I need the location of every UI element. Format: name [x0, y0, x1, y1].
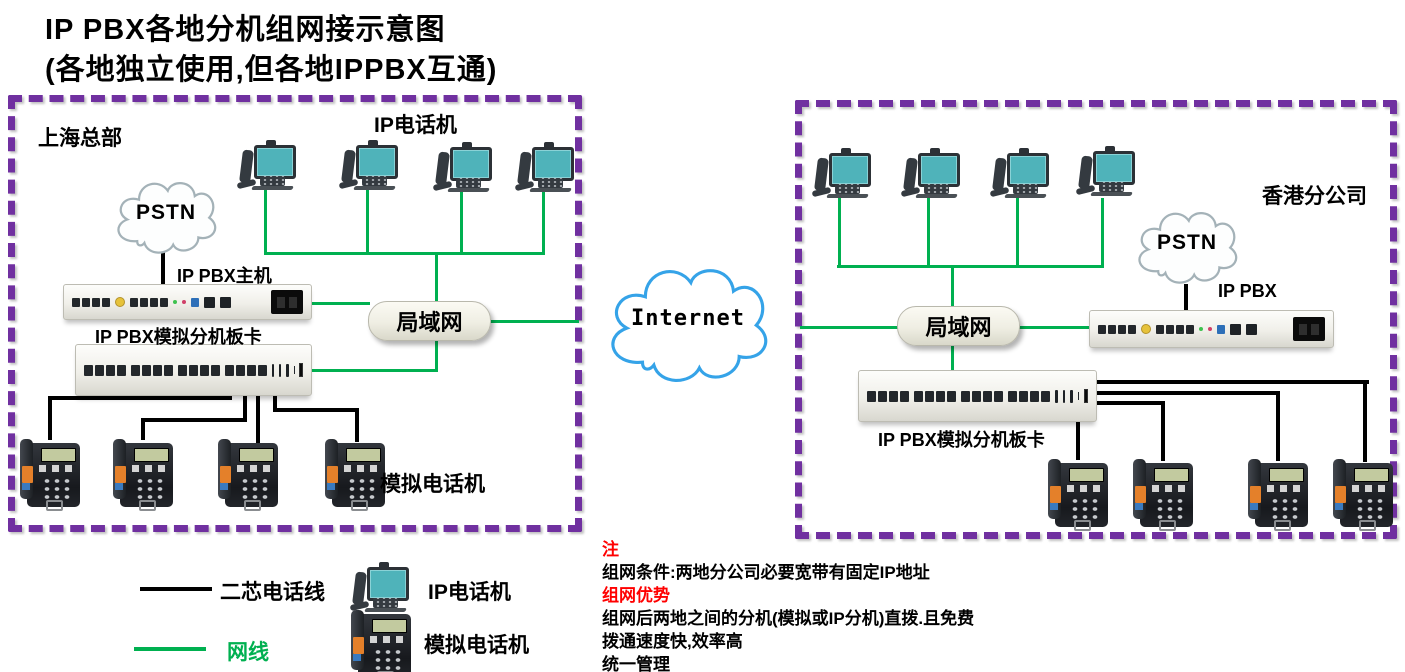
lan-label-right: 局域网 [925, 315, 992, 340]
site-name-hongkong: 香港分公司 [1262, 185, 1367, 208]
lan-node-right: 局域网 [897, 306, 1020, 346]
telephone-line [141, 420, 145, 440]
shanghai-zone-border [8, 95, 582, 532]
analog-extension-board-right [858, 370, 1097, 422]
telephone-line [1276, 393, 1280, 461]
network-line [542, 190, 545, 254]
note-advantage-1: 组网后两地之间的分机(模拟或IP分机)直拨.且免费 [602, 609, 975, 628]
note-advantage-3: 统一管理 [602, 655, 670, 672]
cloud-icon [611, 269, 768, 382]
phone-line-swatch [140, 587, 212, 591]
network-line [837, 265, 1104, 268]
ip-phone-icon [989, 148, 1049, 198]
legend-analog-phone-label: 模拟电话机 [424, 634, 529, 657]
ip-phone-icon [236, 140, 296, 190]
note-advantage-2: 拨通速度快,效率高 [602, 632, 743, 651]
network-line [1101, 198, 1104, 267]
telephone-line [48, 398, 52, 440]
analog-phones-label-left: 模拟电话机 [380, 473, 485, 496]
telephone-line [1184, 284, 1188, 312]
network-line [489, 320, 579, 323]
telephone-line [273, 392, 277, 410]
network-line [308, 302, 370, 305]
diagram-title-line1: IP PBX各地分机组网接示意图 [45, 14, 446, 46]
note-advantage-title: 组网优势 [602, 586, 670, 605]
ip-phone-icon [338, 140, 398, 190]
lan-label-left: 局域网 [396, 310, 463, 335]
telephone-line [256, 392, 260, 444]
pstn-label-right: PSTN [1156, 230, 1217, 254]
pstn-cloud-right: PSTN [1133, 200, 1241, 290]
pstn-label-left: PSTN [135, 200, 196, 224]
hongkong-zone-border [795, 100, 1397, 539]
network-line [308, 369, 438, 372]
network-line [1016, 198, 1019, 267]
telephone-line [1363, 382, 1367, 462]
note-condition: 组网条件:两地分公司必要宽带有固定IP地址 [602, 563, 930, 582]
analog-phone-icon [20, 437, 80, 512]
telephone-line [273, 408, 359, 412]
network-line-swatch [134, 647, 206, 651]
board-label-right: IP PBX模拟分机板卡 [878, 430, 1045, 450]
site-name-shanghai: 上海总部 [38, 127, 122, 150]
network-line [435, 255, 438, 303]
network-line [264, 252, 545, 255]
network-line [927, 198, 930, 267]
network-line [951, 267, 954, 308]
ip-phone-icon [811, 148, 871, 198]
network-line [800, 326, 898, 329]
telephone-line [355, 410, 359, 442]
cloud-icon [117, 182, 217, 254]
network-line [838, 198, 841, 267]
analog-phone-icon [325, 437, 385, 512]
telephone-line [161, 252, 165, 286]
analog-phone-icon [1133, 457, 1193, 532]
lan-node-left: 局域网 [368, 301, 491, 341]
telephone-line [1076, 418, 1080, 460]
board-label-left: IP PBX模拟分机板卡 [95, 327, 262, 347]
diagram-title-line2: (各地独立使用,但各地IPPBX互通) [45, 54, 498, 86]
ip-phone-icon [1075, 146, 1135, 196]
telephone-line [1161, 403, 1165, 461]
telephone-line [1093, 391, 1280, 395]
telephone-line [48, 396, 232, 400]
ip-phone-icon [432, 142, 492, 192]
ip-phone-icon [514, 142, 574, 192]
pbx-label-left: IP PBX主机 [177, 266, 272, 286]
network-line [435, 338, 438, 371]
phone-line-label: 二芯电话线 [220, 581, 325, 604]
analog-phone-icon [113, 437, 173, 512]
internet-label: Internet [631, 305, 745, 331]
internet-cloud: Internet [566, 257, 810, 385]
network-line [1018, 326, 1090, 329]
pstn-cloud-left: PSTN [112, 170, 220, 260]
ip-phone-icon [900, 148, 960, 198]
ip-pbx-device-right [1089, 310, 1334, 348]
analog-phone-icon [1248, 457, 1308, 532]
note-title: 注 [602, 540, 619, 559]
network-line [366, 186, 369, 254]
network-line [951, 343, 954, 372]
ip-pbx-host-device-left [63, 284, 312, 320]
analog-extension-board-left [75, 344, 312, 396]
telephone-line [243, 392, 247, 420]
telephone-line [1093, 380, 1369, 384]
telephone-line [1095, 401, 1165, 405]
telephone-line [141, 418, 247, 422]
ip-phone-icon [349, 562, 409, 612]
pbx-label-right: IP PBX [1218, 281, 1277, 301]
cloud-icon [1138, 212, 1238, 284]
analog-phone-icon [1333, 457, 1393, 532]
analog-phone-icon [351, 608, 411, 672]
analog-phone-icon [218, 437, 278, 512]
network-line [264, 186, 267, 254]
network-line-label: 网线 [227, 641, 269, 664]
legend-ip-phone-label: IP电话机 [428, 581, 511, 604]
analog-phone-icon [1048, 457, 1108, 532]
ip-phones-label-left: IP电话机 [374, 114, 457, 137]
network-line [460, 190, 463, 254]
